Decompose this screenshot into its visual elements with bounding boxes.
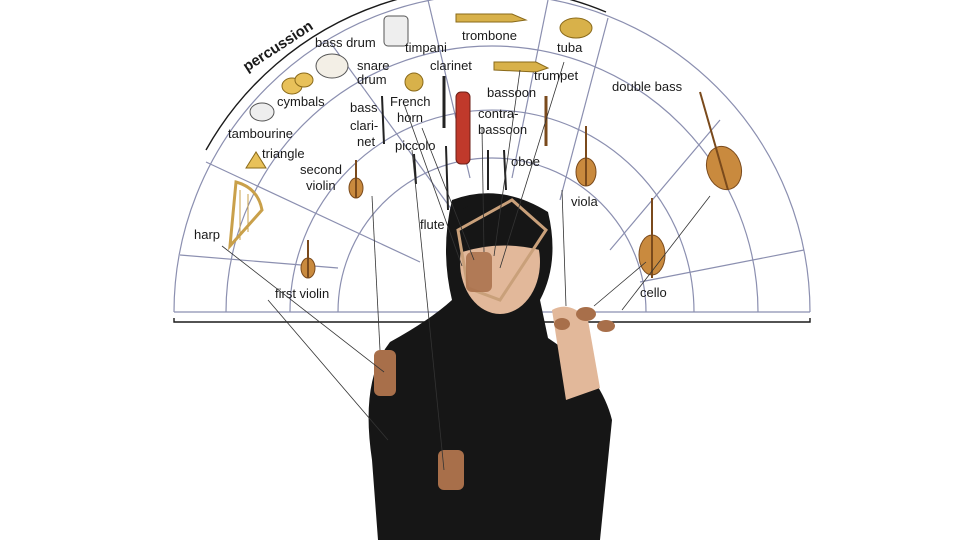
violin-icon	[699, 91, 743, 191]
drum-label: drum	[357, 72, 387, 87]
clarinet-label: clarinet	[430, 58, 472, 73]
piccolo-label: piccolo	[395, 138, 435, 153]
woodwind-icon	[381, 76, 548, 211]
violin-icon	[575, 126, 597, 187]
bass-clarinet-label-1: bass	[350, 100, 378, 115]
bassoon-label: bassoon	[487, 85, 536, 100]
tambourine-label: tambourine	[228, 126, 293, 141]
section-percussion-label: percussion	[240, 18, 316, 76]
second-violin-label-1: second	[300, 162, 342, 177]
trumpet-label: trumpet	[534, 68, 578, 83]
violin-icon	[300, 240, 316, 279]
harp-label: harp	[194, 227, 220, 242]
oboe-label: oboe	[511, 154, 540, 169]
drum-icon	[245, 15, 409, 169]
violin-icon	[348, 160, 364, 199]
triangle-label: triangle	[262, 146, 305, 161]
mapping-lines	[221, 61, 711, 471]
bass-drum-label: bass drum	[315, 35, 376, 50]
harp-icon	[228, 180, 264, 251]
second-violin-label-2: violin	[306, 178, 336, 193]
tuba-label: tuba	[557, 40, 583, 55]
brass-icon	[404, 13, 593, 92]
cymbals-label: cymbals	[277, 94, 325, 109]
contrabassoon-label-2: bassoon	[478, 122, 527, 137]
snare-label: snare	[357, 58, 390, 73]
french-horn-label-1: French	[390, 94, 430, 109]
french-horn-label-2: horn	[397, 110, 423, 125]
contrabassoon-label-1: contra-	[478, 106, 518, 121]
trombone-label: trombone	[462, 28, 517, 43]
flute-label: flute	[420, 217, 445, 232]
violin-icon	[638, 198, 666, 278]
bass-clarinet-label-3: net	[357, 134, 375, 149]
double-bass-label: double bass	[612, 79, 683, 94]
cello-label: cello	[640, 285, 667, 300]
performer-photo	[368, 193, 615, 540]
bass-clarinet-label-2: clari-	[350, 118, 378, 133]
timpani-label: timpani	[405, 40, 447, 55]
viola-label: viola	[571, 194, 599, 209]
first-violin-label: first violin	[275, 286, 329, 301]
